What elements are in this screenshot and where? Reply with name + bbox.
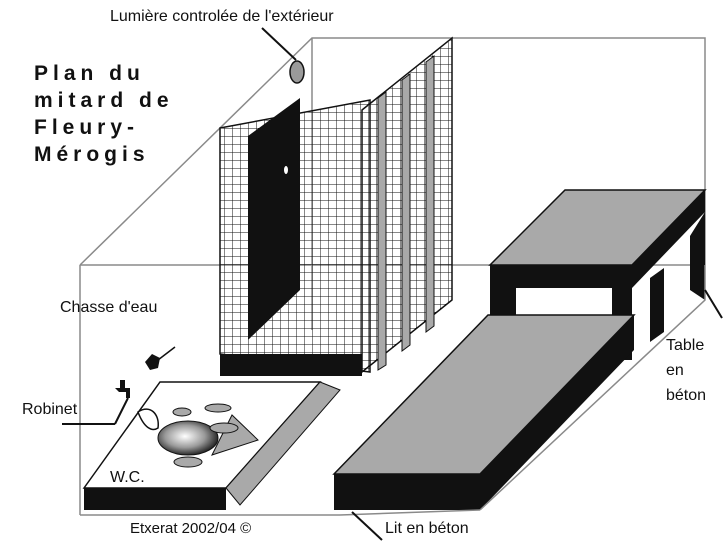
table-leader-line — [704, 289, 723, 319]
credit-text: Etxerat 2002/04 © — [130, 520, 251, 537]
title-line-3: Fleury- — [34, 116, 139, 139]
wc-label: W.C. — [110, 469, 145, 486]
title-line-2: mitard de — [34, 89, 174, 112]
tap-icon — [115, 380, 130, 398]
lamp-icon — [289, 60, 305, 84]
wc-toilet — [137, 403, 259, 468]
table-label-line-1: Table — [666, 337, 704, 354]
concrete-table — [488, 189, 707, 360]
room-front-edges — [80, 265, 706, 516]
flush-label: Chasse d'eau — [60, 299, 157, 316]
bed-label: Lit en béton — [385, 520, 469, 537]
window-bars — [361, 36, 453, 374]
table-label-line-2: en — [666, 362, 684, 379]
robinet-leader-line-2 — [114, 397, 129, 425]
tap-label: Robinet — [22, 401, 78, 418]
flush-icon — [145, 346, 176, 370]
title-line-4: Mérogis — [34, 143, 150, 166]
bed-leader-line — [351, 511, 383, 541]
title-line-1: Plan du — [34, 62, 145, 85]
light-label: Lumière controlée de l'extérieur — [110, 8, 334, 25]
door-peephole — [284, 166, 288, 174]
diagram-title: Plan du mitard de Fleury- Mérogis — [34, 62, 174, 166]
concrete-bed — [332, 314, 636, 510]
table-label-line-3: béton — [666, 387, 706, 404]
door — [248, 98, 300, 340]
light-leader-line — [261, 27, 297, 61]
